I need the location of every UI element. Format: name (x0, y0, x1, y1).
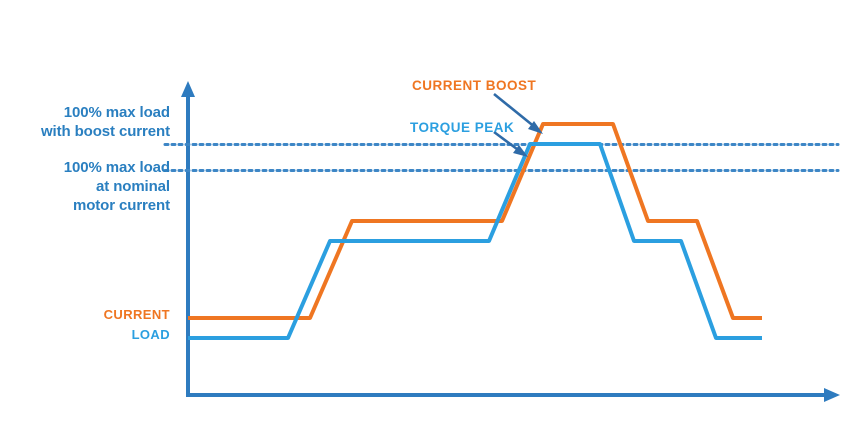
callout-arrow-boost-head-icon (528, 121, 543, 134)
series-line-load (188, 142, 762, 340)
callout-label-current-boost: CURRENT BOOST (412, 78, 537, 93)
reference-label-nominal-line3: motor current (72, 197, 170, 215)
reference-label-boost: 100% max load with boost current (0, 103, 170, 141)
callout-arrow-boost-shaft (493, 92, 537, 130)
reference-label-nominal: 100% max load at nominal motor current (0, 158, 170, 216)
callout-label-torque-peak: TORQUE PEAK (410, 120, 515, 135)
reference-lines-group (163, 143, 840, 172)
series-label-current: CURRENT (103, 307, 170, 322)
reference-label-nominal-line2: at nominal (95, 178, 170, 196)
reference-label-nominal-line1: 100% max load (63, 159, 170, 176)
reference-label-boost-line1: 100% max load (63, 104, 170, 121)
reference-label-boost-line2: with boost current (40, 123, 170, 141)
callout-arrows-group (493, 92, 543, 157)
series-line-current (188, 122, 762, 320)
x-axis-arrow-icon (824, 388, 840, 402)
callout-arrow-peak-head-icon (513, 145, 528, 157)
y-axis-arrow-icon (181, 81, 195, 97)
series-label-load: LOAD (131, 327, 170, 342)
